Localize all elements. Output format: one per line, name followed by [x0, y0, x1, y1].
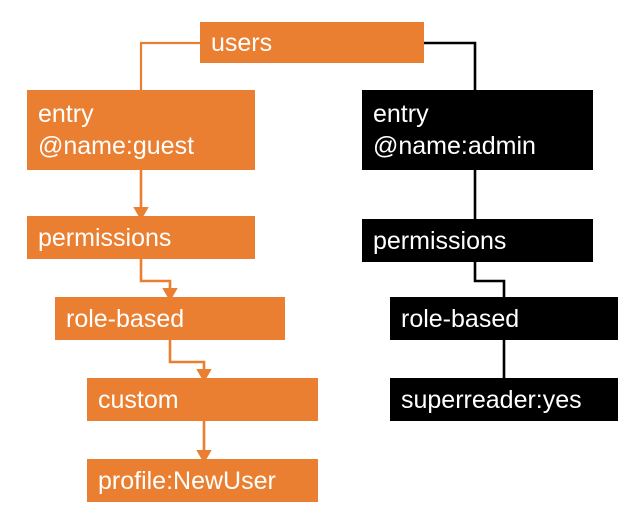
node-users-label: users	[211, 28, 273, 57]
node-role-based-guest[interactable]: role-based	[55, 297, 285, 340]
node-superreader-yes[interactable]: superreader:yes	[390, 378, 618, 421]
edge-role-based-guest-to-custom	[168, 340, 212, 383]
node-custom-guest-label: custom	[98, 385, 179, 414]
node-superreader-yes-label: superreader:yes	[401, 385, 582, 414]
node-role-based-admin[interactable]: role-based	[390, 297, 618, 340]
node-entry-admin-label-line1: entry	[373, 100, 429, 128]
node-role-based-admin-label: role-based	[401, 304, 520, 333]
node-role-based-guest-label: role-based	[66, 304, 185, 333]
node-entry-guest[interactable]: entry @name:guest	[27, 90, 255, 170]
node-permissions-admin-label: permissions	[373, 226, 507, 255]
edge-users-to-entry-guest	[139, 41, 200, 90]
node-entry-admin-label-line2: @name:admin	[373, 132, 536, 160]
node-entry-guest-label-line1: entry	[38, 100, 94, 128]
node-profile-newuser-label: profile:NewUser	[98, 466, 276, 495]
node-entry-admin[interactable]: entry @name:admin	[362, 90, 593, 170]
node-permissions-guest[interactable]: permissions	[27, 216, 255, 259]
edge-permissions-admin-to-role-based	[473, 262, 506, 297]
node-permissions-guest-label: permissions	[38, 223, 172, 252]
edge-users-to-entry-admin	[424, 41, 477, 90]
node-permissions-admin[interactable]: permissions	[362, 219, 593, 262]
node-custom-guest[interactable]: custom	[87, 378, 318, 421]
node-users[interactable]: users	[200, 22, 424, 63]
edge-permissions-guest-to-role-based	[139, 259, 178, 302]
node-entry-guest-label-line2: @name:guest	[38, 132, 195, 160]
node-profile-newuser[interactable]: profile:NewUser	[87, 459, 318, 502]
